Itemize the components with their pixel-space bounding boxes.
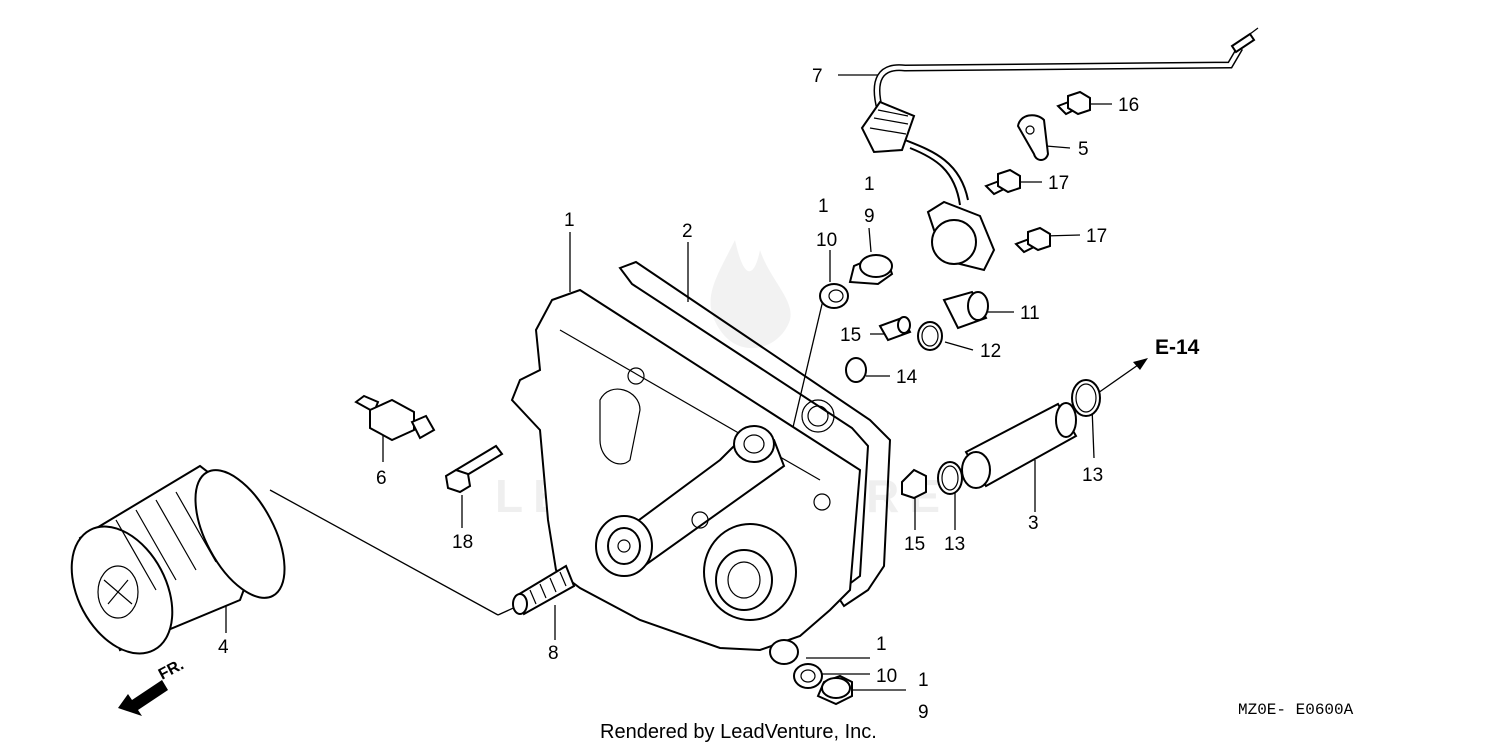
front-label: FR. (156, 656, 187, 683)
label-2: 2 (682, 221, 693, 242)
label-3: 3 (1028, 513, 1039, 534)
label-17-lower: 17 (1086, 226, 1107, 247)
label-5: 5 (1078, 139, 1089, 160)
label-1-top: 1 (864, 174, 875, 195)
label-9-bottom: 9 (918, 702, 929, 723)
label-16: 16 (1118, 95, 1139, 116)
label-15-upper: 15 (840, 325, 861, 346)
oil-pressure-switch-6 (354, 394, 436, 442)
label-1-bottom: 1 (918, 670, 929, 691)
label-6: 6 (376, 468, 387, 489)
label-1-lower: 1 (876, 634, 887, 655)
label-1-left: 1 (564, 210, 575, 231)
speed-sensor-cable (860, 27, 1259, 272)
label-4: 4 (218, 637, 229, 658)
o-ring-12 (917, 321, 943, 351)
label-1-upper: 1 (818, 196, 829, 217)
collar-11 (942, 290, 989, 330)
label-17-upper: 17 (1048, 173, 1069, 194)
label-10-bottom: 10 (876, 666, 897, 687)
washer-10-upper (819, 283, 849, 309)
o-ring-13-left (937, 461, 963, 495)
dowel-15-lower (901, 468, 927, 500)
label-8: 8 (548, 643, 559, 664)
label-11: 11 (1020, 303, 1040, 324)
bolt-17-lower (1014, 226, 1051, 254)
label-13-left: 13 (944, 534, 965, 555)
label-10-top: 10 (816, 230, 837, 251)
drain-plug-9-upper (848, 254, 894, 286)
washer-10-lower (793, 663, 823, 689)
drain-plug-9-lower (816, 674, 853, 706)
label-15-lower: 15 (904, 534, 925, 555)
oil-pipe-3 (961, 402, 1078, 489)
gasket-2 (618, 260, 892, 608)
label-14: 14 (896, 367, 918, 388)
bracket-5 (1016, 114, 1050, 161)
stud-8 (512, 564, 576, 616)
label-9-top: 9 (864, 206, 875, 227)
dowel-15-upper (878, 316, 912, 342)
label-18: 18 (452, 532, 473, 553)
label-7: 7 (812, 66, 823, 87)
bolt-18 (444, 444, 504, 494)
credit-line: Rendered by LeadVenture, Inc. (600, 721, 877, 743)
part-numbers: 7 16 5 17 17 1 9 1 10 11 12 15 14 E-14 1… (218, 66, 1200, 723)
front-direction-arrow: FR. (118, 656, 187, 716)
right-crankcase-cover (510, 288, 862, 665)
o-ring-14 (845, 357, 867, 383)
label-13-right: 13 (1082, 465, 1103, 486)
oil-filter-4 (70, 464, 286, 655)
diagram-code: MZ0E- E0600A (1238, 701, 1354, 719)
o-ring-13-right (1071, 379, 1101, 417)
reference-e14: E-14 (1155, 336, 1200, 359)
bolt-16 (1056, 90, 1091, 116)
label-12: 12 (980, 341, 1001, 362)
bolt-17-upper (984, 168, 1021, 196)
